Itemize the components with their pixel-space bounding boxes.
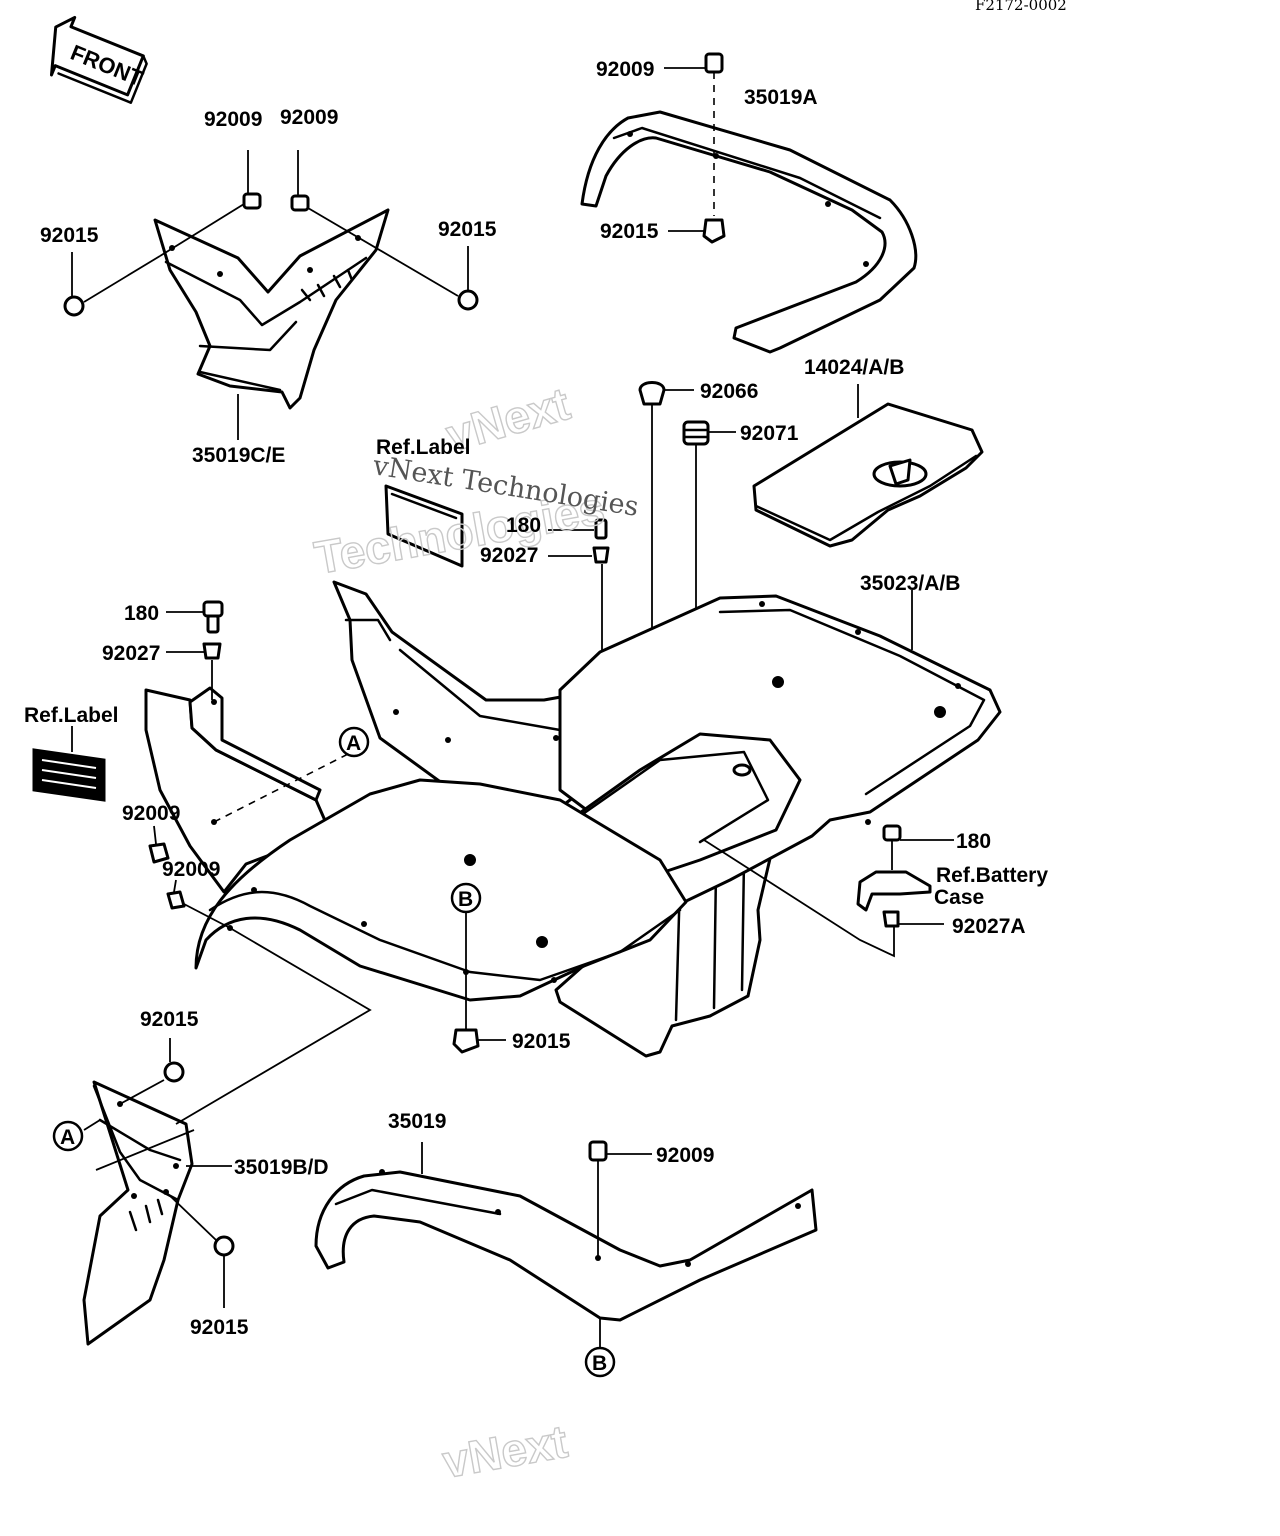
nut-92015-icon: [668, 218, 726, 244]
label-92015: 92015: [140, 1008, 199, 1031]
label-14024ab: 14024/A/B: [804, 356, 904, 379]
label-92027a: 92027A: [952, 915, 1026, 938]
label-180: 180: [124, 602, 159, 625]
label-180: 180: [956, 830, 991, 853]
callout-b-top: B: [458, 888, 473, 911]
label-92071: 92071: [740, 422, 799, 445]
label-35019: 35019: [388, 1110, 446, 1133]
front-arrow-icon: FRONT: [49, 15, 148, 104]
washer-92027-icon: [166, 642, 222, 700]
label-ref-label: Ref.Label: [24, 704, 119, 727]
label-92009: 92009: [162, 858, 220, 881]
bolt-92009-icon: [148, 825, 170, 864]
label-92015: 92015: [438, 218, 497, 241]
label-ref-battery-case: Case: [934, 886, 984, 909]
lid-14024ab: [752, 384, 984, 548]
label-35019a: 35019A: [744, 86, 818, 109]
callout-a-bottom: A: [60, 1126, 75, 1149]
label-ref-label: Ref.Label: [376, 436, 471, 459]
bolt-92009-icon: [290, 150, 310, 212]
bolt-92009-icon: [664, 52, 724, 216]
callout-a-top: A: [346, 732, 361, 755]
label-92027: 92027: [102, 642, 160, 665]
label-92015: 92015: [600, 220, 659, 243]
nut-92015-icon: [119, 1038, 185, 1105]
label-92027: 92027: [480, 544, 538, 567]
watermark-brand: vNext: [439, 1415, 571, 1488]
label-35019ce: 35019C/E: [192, 444, 285, 467]
label-92009: 92009: [280, 106, 338, 129]
label-92009: 92009: [596, 58, 654, 81]
bolt-92009-icon: [242, 150, 262, 210]
label-ref-battery: Ref.Battery: [936, 864, 1048, 887]
fender-bracket-35019a: [580, 110, 918, 354]
battery-case-bracket: [856, 870, 932, 912]
nut-92015-icon: [63, 203, 245, 317]
ref-label-plate-icon: [32, 726, 106, 802]
label-92009: 92009: [122, 802, 180, 825]
nut-92015-icon: [307, 207, 479, 311]
label-92066: 92066: [700, 380, 758, 403]
bolt-180-icon: [166, 600, 224, 634]
label-92015: 92015: [190, 1316, 249, 1339]
label-180: 180: [506, 514, 541, 537]
label-35023ab: 35023/A/B: [860, 572, 960, 595]
label-92015: 92015: [512, 1030, 571, 1053]
label-35019bd: 35019B/D: [234, 1156, 329, 1179]
nut-92027a-icon: [882, 910, 944, 928]
diagram-code: F2172-0002: [975, 0, 1067, 14]
bolt-92009-icon: [166, 879, 231, 929]
nut-92015-icon: [165, 1191, 235, 1308]
fender-bracket-35019: [314, 1142, 818, 1322]
bolt-92009-icon: [588, 1140, 652, 1256]
label-92009: 92009: [204, 108, 262, 131]
ref-label-top: [384, 484, 464, 568]
callout-b-bottom: B: [592, 1352, 607, 1375]
rear-fender-35023ab: [144, 580, 1002, 1058]
nut-92015-icon: [452, 912, 506, 1054]
label-92009: 92009: [656, 1144, 714, 1167]
mudflap-35019bd: [82, 1080, 194, 1346]
bolt-180-icon: [548, 518, 608, 540]
bolt-180-icon: [882, 824, 954, 870]
label-92015: 92015: [40, 224, 99, 247]
cover-35019ce: [153, 208, 390, 410]
